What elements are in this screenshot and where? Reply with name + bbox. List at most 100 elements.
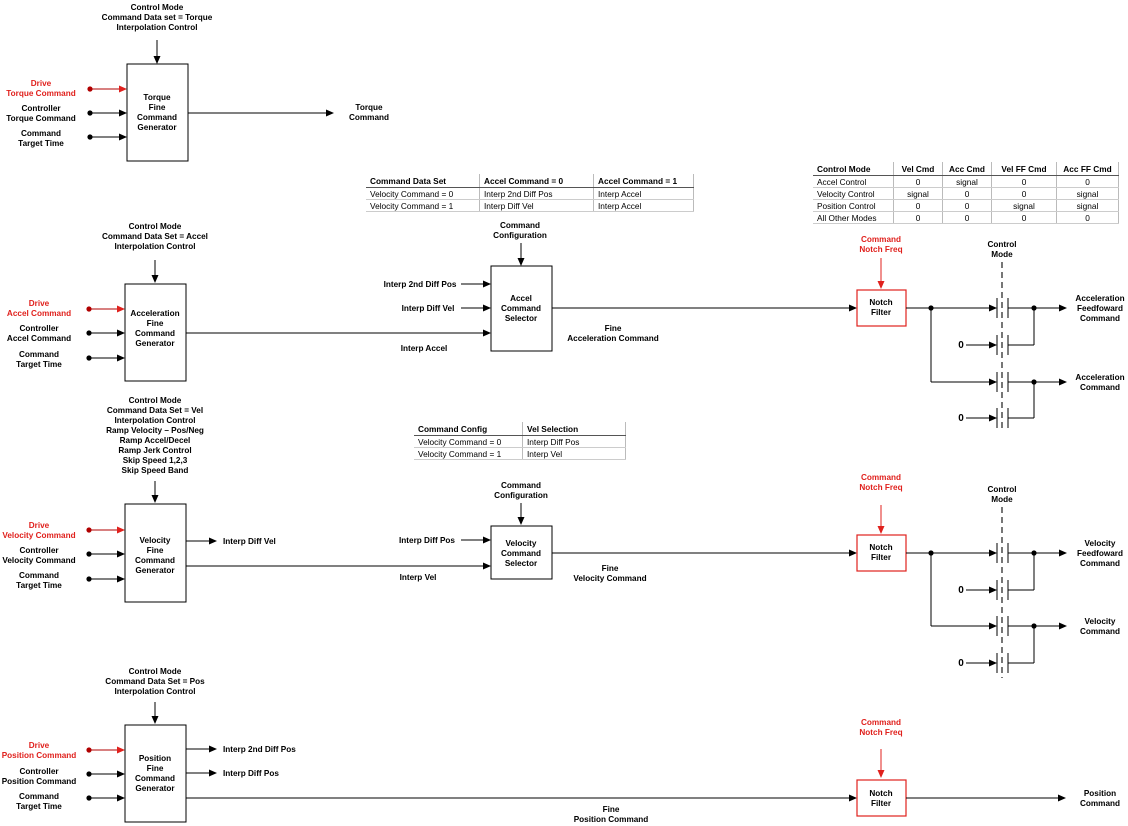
table-row: Position Control 0 0 signal signal — [813, 199, 1119, 212]
torque-input-drive-1: Drive — [31, 79, 52, 88]
accel-zero-1: 0 — [958, 340, 964, 351]
table-cell: 0 — [942, 187, 992, 200]
vel-out-cmd-1: Velocity — [1085, 617, 1116, 626]
vel-control-mode-2: Mode — [991, 495, 1013, 504]
vel-header-line-2: Command Data Set = Vel — [107, 406, 203, 415]
accel-out-ff-2: Feedfoward — [1077, 304, 1123, 313]
vel-out-cmd-2: Command — [1080, 627, 1120, 636]
pos-output-2: Command — [1080, 799, 1120, 808]
accel-selector-config-2: Configuration — [493, 231, 547, 240]
table-header: Vel Selection — [522, 422, 626, 436]
accel-section: Control Mode Command Data Set = Accel In… — [7, 221, 1125, 432]
vel-block-4: Generator — [135, 566, 175, 575]
table-cell: 0 — [991, 187, 1057, 200]
table-cell: Velocity Command = 1 — [414, 447, 523, 460]
table-header: Control Mode — [813, 162, 894, 176]
torque-header-line-3: Interpolation Control — [117, 23, 198, 32]
vel-notch-1: Notch — [869, 543, 892, 552]
table-row: Velocity Command = 0 Interp 2nd Diff Pos… — [366, 187, 694, 200]
table-cell: Position Control — [813, 199, 894, 212]
accel-selector-input-2: Interp Diff Vel — [402, 304, 455, 313]
table-row: Velocity Control signal 0 0 signal — [813, 187, 1119, 200]
accel-fine-out-1: Fine — [605, 324, 622, 333]
accel-notch-2: Filter — [871, 308, 892, 317]
accel-notch-freq-2: Notch Freq — [859, 245, 902, 254]
pos-input-target-1: Command — [19, 792, 59, 801]
accel-control-mode-2: Mode — [991, 250, 1013, 259]
vel-selector-config-2: Configuration — [494, 491, 548, 500]
pos-fine-out-1: Fine — [603, 805, 620, 814]
vel-header-line-1: Control Mode — [129, 396, 182, 405]
table-header: Accel Command = 1 — [593, 174, 694, 188]
table-cell: Interp Diff Pos — [522, 435, 626, 448]
accel-selection-table: Command Data Set Accel Command = 0 Accel… — [366, 174, 694, 212]
velocity-section: Control Mode Command Data Set = Vel Inte… — [2, 396, 1123, 678]
pos-input-drive-2: Position Command — [2, 751, 77, 760]
table-header: Vel Cmd — [893, 162, 943, 176]
vel-input-drive-1: Drive — [29, 521, 50, 530]
vel-input-drive-2: Velocity Command — [2, 531, 75, 540]
accel-header-line-1: Control Mode — [129, 222, 182, 231]
table-header: Acc FF Cmd — [1056, 162, 1119, 176]
accel-notch-filter — [856, 289, 907, 327]
torque-input-drive-2: Torque Command — [6, 89, 75, 98]
accel-selector-2: Command — [501, 304, 541, 313]
pos-input-controller-1: Controller — [19, 767, 59, 776]
pos-header-line-2: Command Data Set = Pos — [105, 677, 205, 686]
table-cell: signal — [1056, 187, 1119, 200]
vel-control-mode-1: Control — [987, 485, 1016, 494]
vel-header-line-4: Ramp Velocity – Pos/Neg — [106, 426, 204, 435]
torque-block-2: Fine — [149, 103, 166, 112]
pos-notch-filter — [856, 779, 907, 817]
table-cell: 0 — [942, 211, 992, 224]
table-cell: Interp Accel — [593, 187, 694, 200]
vel-block-3: Command — [135, 556, 175, 565]
velocity-fine-command-generator — [124, 503, 187, 603]
vel-selector-input-1: Interp Diff Pos — [399, 536, 455, 545]
table-cell: signal — [893, 187, 943, 200]
table-row: Velocity Command = 1 Interp Vel — [414, 447, 626, 460]
torque-header-line-1: Control Mode — [131, 3, 184, 12]
accel-input-controller-2: Accel Command — [7, 334, 71, 343]
pos-notch-2: Filter — [871, 799, 892, 808]
vel-out-ff-3: Command — [1080, 559, 1120, 568]
velocity-command-selector — [490, 525, 553, 580]
torque-section: Control Mode Command Data set = Torque I… — [6, 3, 389, 162]
table-cell: Velocity Command = 0 — [414, 435, 523, 448]
table-cell: Interp Vel — [522, 447, 626, 460]
table-header: Vel FF Cmd — [991, 162, 1057, 176]
accel-control-mode-1: Control — [987, 240, 1016, 249]
accel-input-target-1: Command — [19, 350, 59, 359]
vel-input-target-2: Target Time — [16, 581, 62, 590]
vel-header-line-8: Skip Speed Band — [122, 466, 189, 475]
vel-header-line-7: Skip Speed 1,2,3 — [123, 456, 188, 465]
accel-input-target-2: Target Time — [16, 360, 62, 369]
position-fine-command-generator — [124, 724, 187, 823]
pos-block-3: Command — [135, 774, 175, 783]
vel-selector-3: Selector — [505, 559, 538, 568]
accel-out-cmd-1: Acceleration — [1075, 373, 1124, 382]
accel-out-ff-3: Command — [1080, 314, 1120, 323]
vel-notch-freq-1: Command — [861, 473, 901, 482]
table-cell: 0 — [893, 199, 943, 212]
vel-block-2: Fine — [147, 546, 164, 555]
vel-block-1: Velocity — [140, 536, 171, 545]
vel-header-line-3: Interpolation Control — [115, 416, 196, 425]
torque-block-1: Torque — [143, 93, 171, 102]
table-cell: 0 — [893, 175, 943, 188]
control-mode-table: Control Mode Vel Cmd Acc Cmd Vel FF Cmd … — [813, 162, 1119, 224]
vel-fine-out-1: Fine — [602, 564, 619, 573]
vel-selection-table: Command Config Vel Selection Velocity Co… — [414, 422, 626, 460]
accel-notch-1: Notch — [869, 298, 892, 307]
vel-out-ff-2: Feedfoward — [1077, 549, 1123, 558]
torque-output-2: Command — [349, 113, 389, 122]
table-cell: Interp 2nd Diff Pos — [479, 187, 594, 200]
vel-notch-filter — [856, 534, 907, 572]
table-cell: 0 — [942, 199, 992, 212]
accel-selector-1: Accel — [510, 294, 532, 303]
torque-input-controller-2: Torque Command — [6, 114, 75, 123]
torque-header-line-2: Command Data set = Torque — [102, 13, 213, 22]
pos-header-line-1: Control Mode — [129, 667, 182, 676]
accel-block-1: Acceleration — [130, 309, 179, 318]
pos-block-4: Generator — [135, 784, 175, 793]
